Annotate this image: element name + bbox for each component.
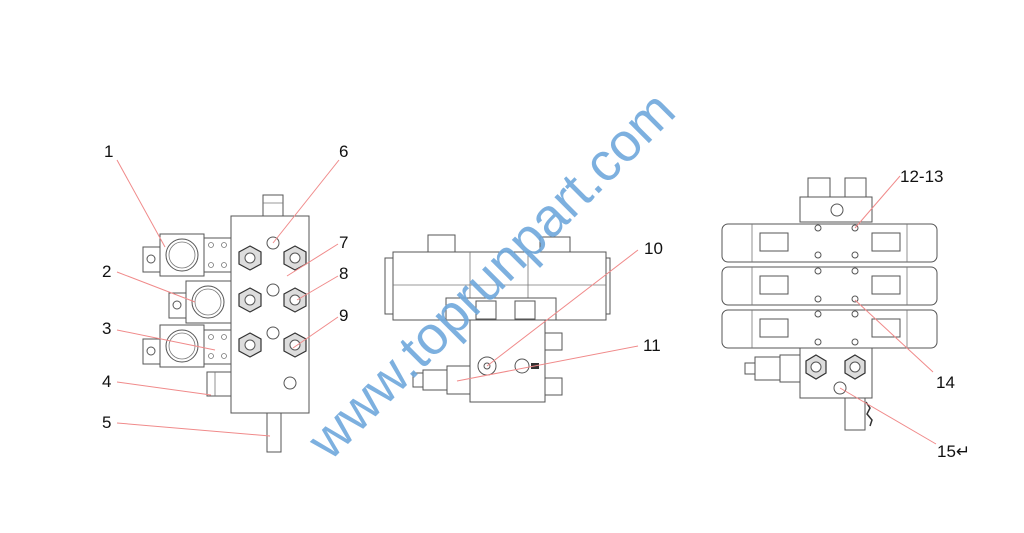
left-view-valve-block bbox=[142, 194, 310, 453]
callout-9: 9 bbox=[339, 306, 348, 325]
callout-11: 11 bbox=[643, 336, 661, 355]
callout-10: 10 bbox=[644, 239, 663, 258]
callout-2: 2 bbox=[102, 262, 111, 281]
callout-14: 14 bbox=[936, 373, 955, 392]
callouts: 1 2 3 4 5 6 7 8 9 10 11 12-13 14 15↵ bbox=[102, 142, 970, 461]
callout-8: 8 bbox=[339, 264, 348, 283]
right-view-valve-block bbox=[721, 177, 938, 431]
callout-4: 4 bbox=[102, 372, 111, 391]
callout-5: 5 bbox=[102, 413, 111, 432]
callout-6: 6 bbox=[339, 142, 348, 161]
callout-3: 3 bbox=[102, 319, 111, 338]
callout-1: 1 bbox=[104, 142, 113, 161]
watermark: www.toprunpart.com bbox=[295, 80, 686, 471]
callout-7: 7 bbox=[339, 233, 348, 252]
callout-12-13: 12-13 bbox=[900, 167, 943, 186]
callout-15: 15↵ bbox=[937, 442, 970, 461]
leader-lines bbox=[116, 159, 937, 445]
